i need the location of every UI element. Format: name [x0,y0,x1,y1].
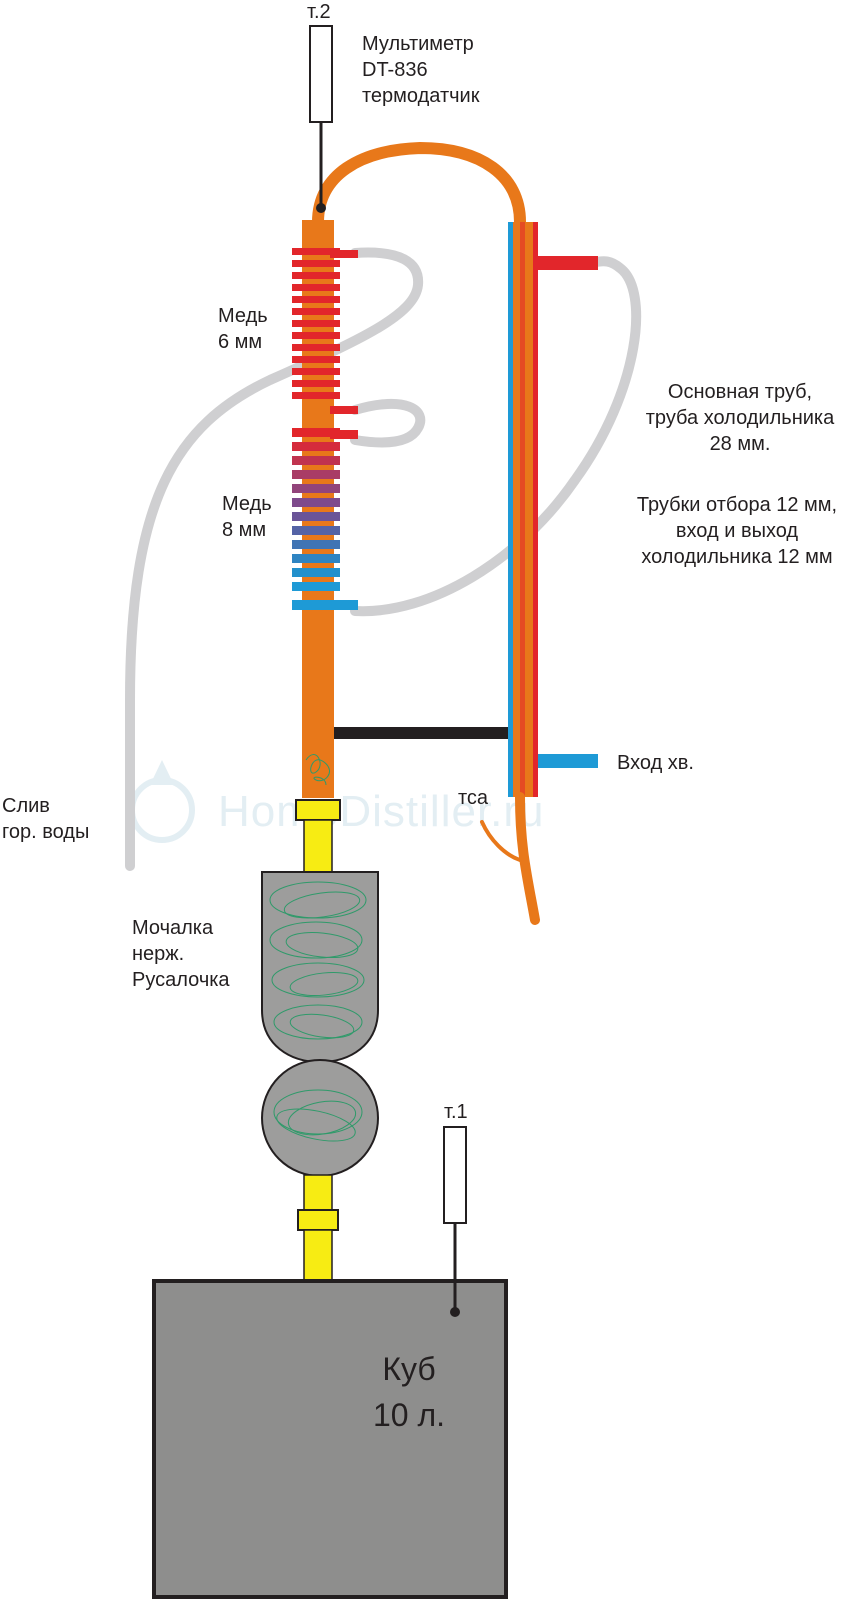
svg-text:Куб: Куб [382,1351,435,1387]
tsa-tube [480,820,522,862]
vapor-bend [312,141,526,223]
scrubber-chamber [261,871,379,1177]
svg-text:Мультиметр: Мультиметр [362,33,474,55]
coolant-hoses [125,247,642,871]
watermark-text: HomeDistiller.ru [218,787,545,836]
svg-text:вход и выход: вход и выход [676,520,798,542]
sensor-t1 [443,1126,467,1224]
label-sensor-t1: т.1 [444,1101,468,1123]
label-drain: Слив гор. воды [2,795,89,843]
label-main-pipe: Основная труб, труба холодильника 28 мм. [646,381,835,455]
svg-text:гор. воды: гор. воды [2,821,89,843]
condenser-return-hose [350,256,642,617]
label-copper-6mm: Медь 6 мм [218,305,268,353]
svg-text:28 мм.: 28 мм. [710,433,771,455]
svg-text:6 мм: 6 мм [218,331,262,353]
copper-coil-8mm [292,428,358,610]
label-copper-8mm: Медь 8 мм [222,493,272,541]
condenser [508,222,598,797]
coil-link-hose [350,398,426,448]
distillate-outlet [515,792,540,925]
svg-text:Медь: Медь [222,493,272,515]
condenser-hot-outlet [538,256,598,270]
cross-brace [334,727,508,739]
watermark: HomeDistiller.ru [129,760,545,843]
drain-hose [125,247,424,871]
label-sensor-t2: т.2 [307,1,331,23]
svg-text:Основная труб,: Основная труб, [668,381,812,403]
svg-text:труба холодильника: труба холодильника [646,407,835,429]
label-scrubber: Мочалка нерж. Русалочка [132,917,230,991]
copper-coil-6mm [292,248,358,414]
sensor-t2 [309,25,333,123]
svg-text:Трубки отбора 12 мм,: Трубки отбора 12 мм, [637,494,837,516]
svg-text:10 л.: 10 л. [373,1397,445,1433]
svg-text:нерж.: нерж. [132,943,184,965]
svg-text:термодатчик: термодатчик [362,85,480,107]
svg-text:Русалочка: Русалочка [132,969,230,991]
boiler-tank [152,1279,508,1599]
column-mesh [305,754,330,786]
lower-connector [297,1174,339,1281]
svg-text:холодильника 12 мм: холодильника 12 мм [641,546,832,568]
svg-text:DT-836: DT-836 [362,59,428,81]
sensor-t1-point [450,1307,460,1317]
condenser-cold-inlet [538,754,598,768]
svg-text:Слив: Слив [2,795,50,817]
label-multimeter: Мультиметр DT-836 термодатчик [362,33,480,107]
svg-text:Мочалка: Мочалка [132,917,214,939]
main-column [302,220,334,798]
label-cold-inlet: Вход хв. [617,752,694,774]
svg-text:8 мм: 8 мм [222,519,266,541]
label-boiler: Куб 10 л. [373,1351,445,1433]
upper-connector [295,799,341,873]
svg-text:Медь: Медь [218,305,268,327]
label-tsa: тса [458,787,489,809]
sensor-t2-point [316,203,326,213]
label-tubes: Трубки отбора 12 мм, вход и выход холоди… [637,494,837,568]
